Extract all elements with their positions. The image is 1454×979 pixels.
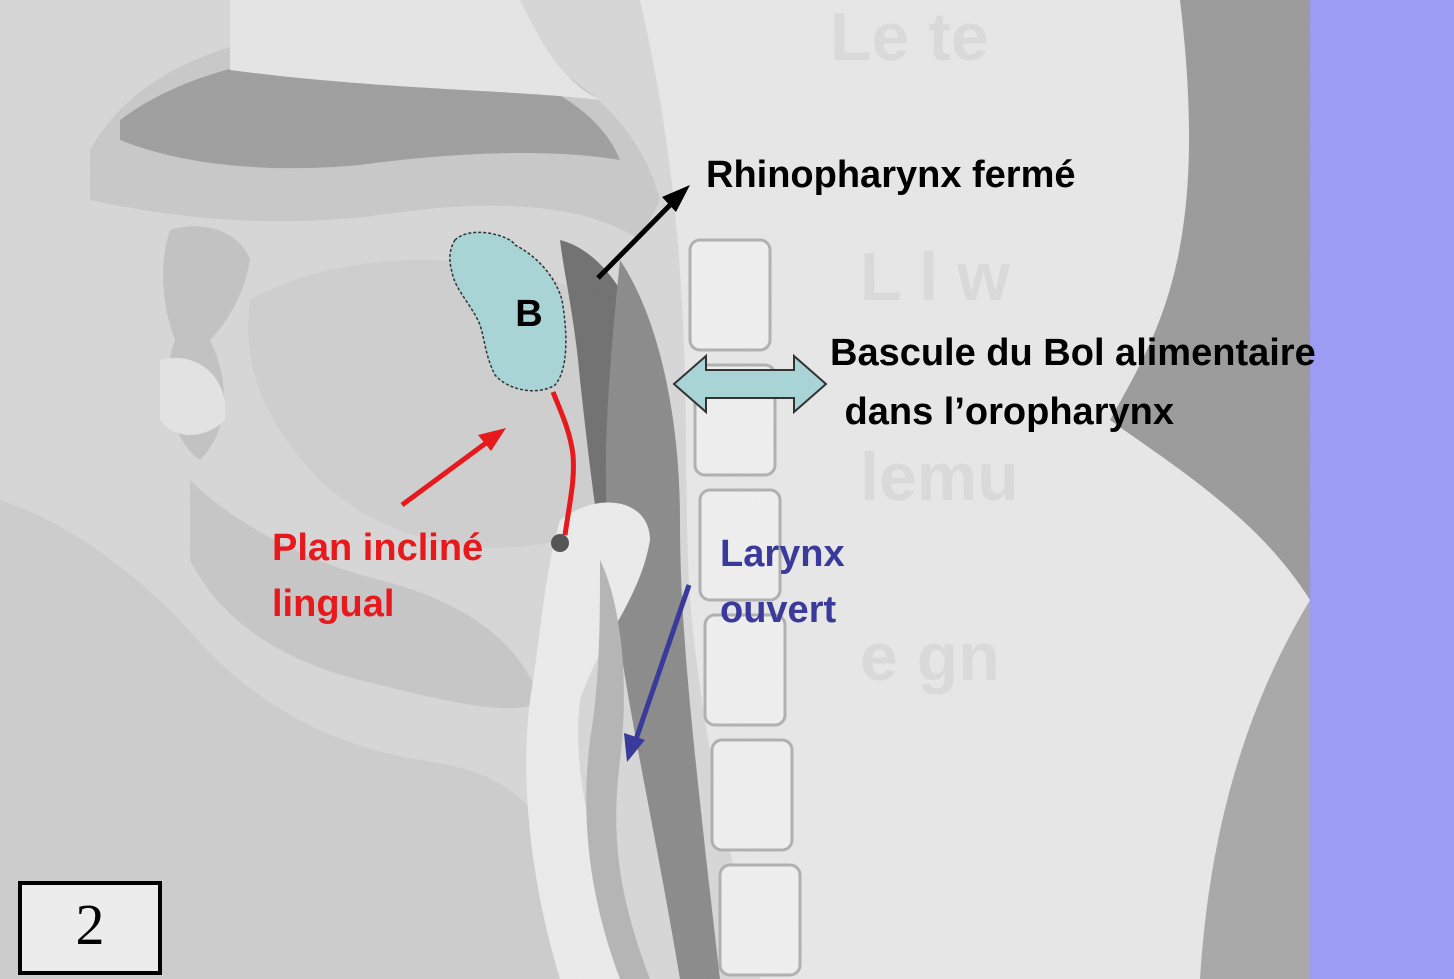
figure-number: 2 [76, 892, 105, 957]
plan-incline-label-line2: lingual [272, 583, 394, 625]
larynx-label-line1: Larynx [720, 533, 845, 575]
plan-incline-label-line1: Plan incliné [272, 527, 483, 569]
bascule-label-line2: dans l’oropharynx [834, 391, 1174, 433]
bolus-label: B [515, 293, 542, 335]
lingual-plane-tip [551, 534, 569, 552]
rhinopharynx-label: Rhinopharynx fermé [706, 154, 1076, 196]
larynx-label-line2: ouvert [720, 589, 836, 631]
anatomy-illustration: Le te L l w lemu e gn [0, 0, 1310, 979]
bascule-label-line1: Bascule du Bol alimentaire [830, 332, 1316, 374]
figure-number-box: 2 [20, 883, 160, 973]
